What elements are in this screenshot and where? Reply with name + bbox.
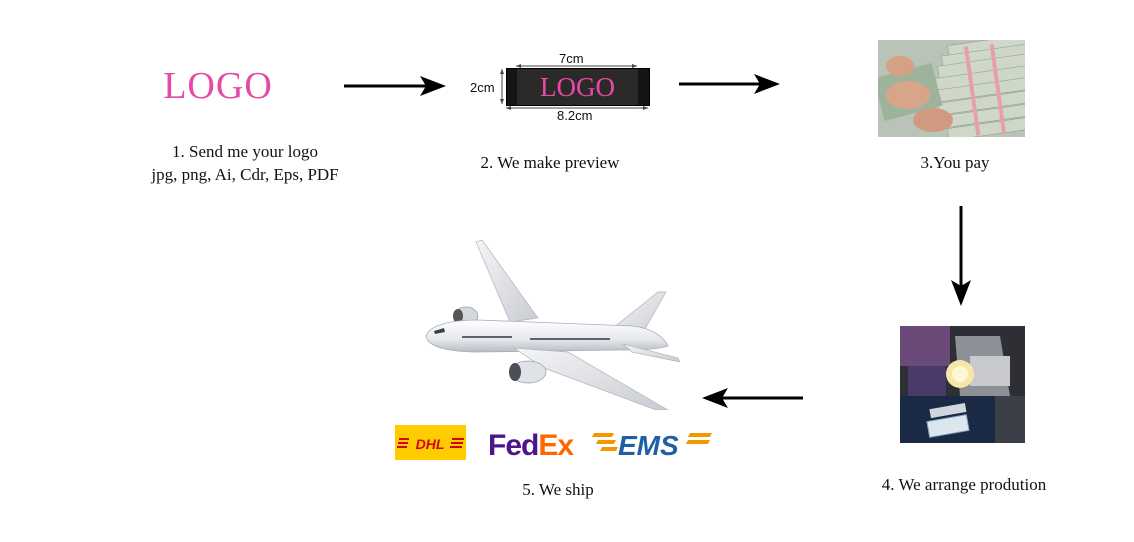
arrow-2-to-3 xyxy=(679,74,780,94)
step-3-caption: 3.You pay xyxy=(920,153,990,172)
dimension-width-inner: 7cm xyxy=(559,51,584,66)
step-4-caption: 4. We arrange prodution xyxy=(881,475,1047,494)
step-1-caption: 1. Send me your logo jpg, png, Ai, Cdr, … xyxy=(100,140,390,186)
fedex-logo: FedEx xyxy=(488,424,584,462)
ems-logo: EMS xyxy=(592,425,714,461)
sample-logo: LOGO xyxy=(163,65,273,107)
fedex-logo-fed: Fed xyxy=(488,429,538,462)
arrow-3-to-4 xyxy=(951,206,971,306)
airplane-icon xyxy=(425,240,680,410)
step-1-title: 1. Send me your logo xyxy=(172,142,318,161)
step-5-caption: 5. We ship xyxy=(522,480,594,499)
dimension-width-outer: 8.2cm xyxy=(557,108,593,123)
arrow-4-to-5 xyxy=(702,388,803,408)
dhl-logo: DHL xyxy=(395,425,466,460)
dhl-logo-text: DHL xyxy=(416,436,445,452)
label-preview: LOGO xyxy=(506,68,650,106)
payment-photo xyxy=(878,40,1025,137)
ems-logo-text: EMS xyxy=(618,430,679,461)
production-photo xyxy=(900,326,1025,443)
svg-text:FedEx: FedEx xyxy=(488,429,574,462)
step-2-caption: 2. We make preview xyxy=(480,153,620,172)
label-preview-logo: LOGO xyxy=(517,69,638,105)
dimension-height: 2cm xyxy=(470,80,495,95)
fedex-logo-ex: Ex xyxy=(538,429,574,462)
step-1-formats: jpg, png, Ai, Cdr, Eps, PDF xyxy=(151,165,339,184)
arrow-1-to-2 xyxy=(344,76,446,96)
dhl-logo-graphic: DHL xyxy=(395,425,466,460)
